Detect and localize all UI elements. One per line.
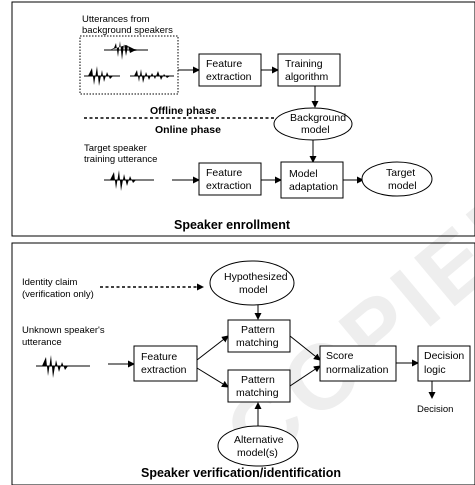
- verification-feature-label-2: extraction: [141, 364, 187, 376]
- decision-label: Decision: [417, 404, 453, 415]
- online-phase-label: Online phase: [155, 124, 221, 136]
- feature-extraction-box-target: [198, 162, 262, 196]
- identity-claim-label-1: Identity claim: [22, 277, 78, 288]
- target-model-label-1: Target: [386, 167, 415, 179]
- arrow-bottom-matching-to-score: [289, 365, 321, 387]
- score-normalization-box: [319, 345, 397, 382]
- pattern-matching-top-label-2: matching: [236, 337, 279, 349]
- waveform-icon-background-3: [130, 69, 174, 83]
- utterances-label-line2: background speakers: [82, 25, 173, 36]
- model-adaptation-label-2: adaptation: [289, 181, 338, 193]
- target-training-label-1: Target speaker: [84, 143, 147, 154]
- identity-claim-label-2: (verification only): [22, 289, 94, 300]
- feature-extraction-box-enrollment: [198, 53, 262, 87]
- waveform-icon-target: [104, 170, 154, 191]
- utterances-label-line1: Utterances from: [82, 14, 150, 25]
- hypothesized-model-label-1: Hypothesized: [224, 271, 288, 283]
- training-label-2: algorithm: [285, 71, 328, 83]
- score-normalization-label-1: Score: [326, 350, 354, 362]
- pattern-matching-top-label-1: Pattern: [241, 324, 275, 336]
- background-model-label-1: Background: [290, 112, 346, 124]
- decision-logic-label-1: Decision: [424, 350, 464, 362]
- target-model-ellipse: [361, 161, 433, 197]
- model-adaptation-box: [280, 161, 344, 199]
- unknown-utterance-label-2: utterance: [22, 337, 62, 348]
- arrow-top-matching-to-score: [289, 335, 321, 361]
- waveform-icon-background-1: [104, 41, 148, 60]
- hypothesized-model-label-2: model: [239, 284, 268, 296]
- arrow-feature-to-matching-top: [196, 335, 229, 361]
- model-adaptation-label-1: Model: [289, 168, 318, 180]
- verification-panel: [11, 242, 475, 485]
- offline-phase-label: Offline phase: [150, 105, 217, 117]
- pattern-matching-bottom-label-2: matching: [236, 387, 279, 399]
- training-algorithm-box: [277, 53, 341, 87]
- feature-extraction-b-label-2: extraction: [206, 180, 252, 192]
- score-normalization-label-2: normalization: [326, 364, 389, 376]
- pattern-matching-box-bottom: [227, 369, 291, 403]
- decision-logic-box: [417, 345, 471, 382]
- feature-extraction-label-1: Feature: [206, 58, 242, 70]
- verification-title: Speaker verification/identification: [141, 466, 341, 480]
- enrollment-panel: [11, 1, 475, 237]
- alternative-model-ellipse: [217, 425, 299, 467]
- background-utterances-box: [79, 35, 179, 95]
- feature-extraction-b-label-1: Feature: [206, 167, 242, 179]
- target-model-label-2: model: [388, 180, 417, 192]
- feature-extraction-label-2: extraction: [206, 71, 252, 83]
- decision-logic-label-2: logic: [424, 364, 446, 376]
- background-model-label-2: model: [301, 124, 330, 136]
- pattern-matching-bottom-label-1: Pattern: [241, 374, 275, 386]
- training-label-1: Training: [285, 58, 323, 70]
- enrollment-title: Speaker enrollment: [174, 218, 291, 232]
- alternative-model-label-2: model(s): [237, 447, 278, 459]
- unknown-utterance-label-1: Unknown speaker's: [22, 325, 105, 336]
- waveform-icon-unknown: [36, 355, 90, 378]
- waveform-icon-background-2: [84, 66, 120, 86]
- feature-extraction-box-verification: [133, 345, 198, 382]
- alternative-model-label-1: Alternative: [234, 434, 284, 446]
- target-training-label-2: training utterance: [84, 154, 157, 165]
- pattern-matching-box-top: [227, 319, 291, 353]
- verification-feature-label-1: Feature: [141, 351, 177, 363]
- arrow-feature-to-matching-bottom: [196, 367, 229, 388]
- hypothesized-model-ellipse: [209, 260, 295, 306]
